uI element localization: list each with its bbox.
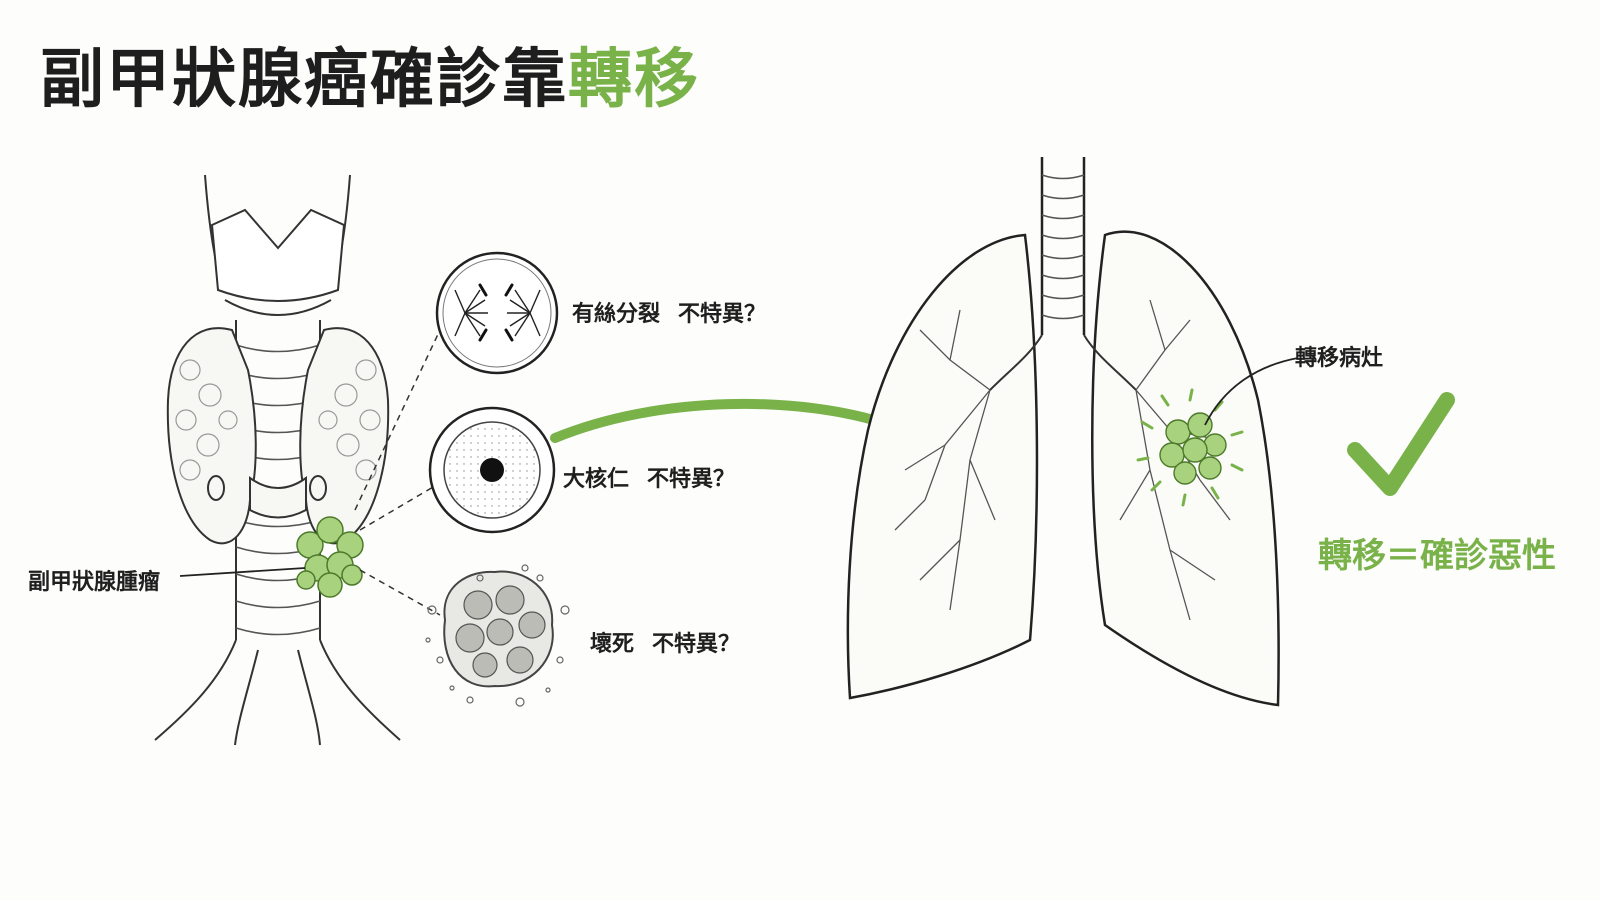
metastasis-lesion (1136, 388, 1244, 507)
conclusion-text: 轉移＝確診惡性 (1318, 536, 1556, 576)
tumor-leader-line (179, 567, 306, 577)
mitosis-label: 有絲分裂不特異？ (572, 296, 766, 328)
nucleolus-name: 大核仁 (563, 467, 630, 492)
lungs (846, 157, 1280, 707)
neck-anatomy (154, 174, 401, 746)
page-title: 副甲狀腺癌確診靠轉移 (40, 28, 700, 120)
necrosis-label: 壞死不特異？ (590, 626, 740, 658)
necrosis-nonspecific: 不特異？ (652, 632, 741, 657)
metastasis-focus-label: 轉移病灶 (1295, 346, 1384, 371)
nucleolus-histology (428, 406, 556, 534)
nucleolus-nonspecific: 不特異？ (647, 467, 736, 492)
histology-connectors (354, 329, 446, 616)
tumor-label: 副甲狀腺腫瘤 (28, 570, 161, 595)
nucleolus-label: 大核仁不特異？ (563, 461, 735, 493)
parathyroid-tumor (296, 516, 364, 598)
title-main: 副甲狀腺癌確診靠 (40, 43, 568, 117)
necrosis-histology (425, 564, 570, 707)
mitosis-name: 有絲分裂 (572, 302, 661, 327)
mitosis-nonspecific: 不特異？ (678, 302, 767, 327)
necrosis-name: 壞死 (590, 632, 635, 657)
title-highlight: 轉移 (568, 43, 700, 117)
mitosis-histology (435, 251, 559, 375)
checkmark-icon (1347, 392, 1455, 496)
metastasis-leader-line (1204, 357, 1299, 426)
